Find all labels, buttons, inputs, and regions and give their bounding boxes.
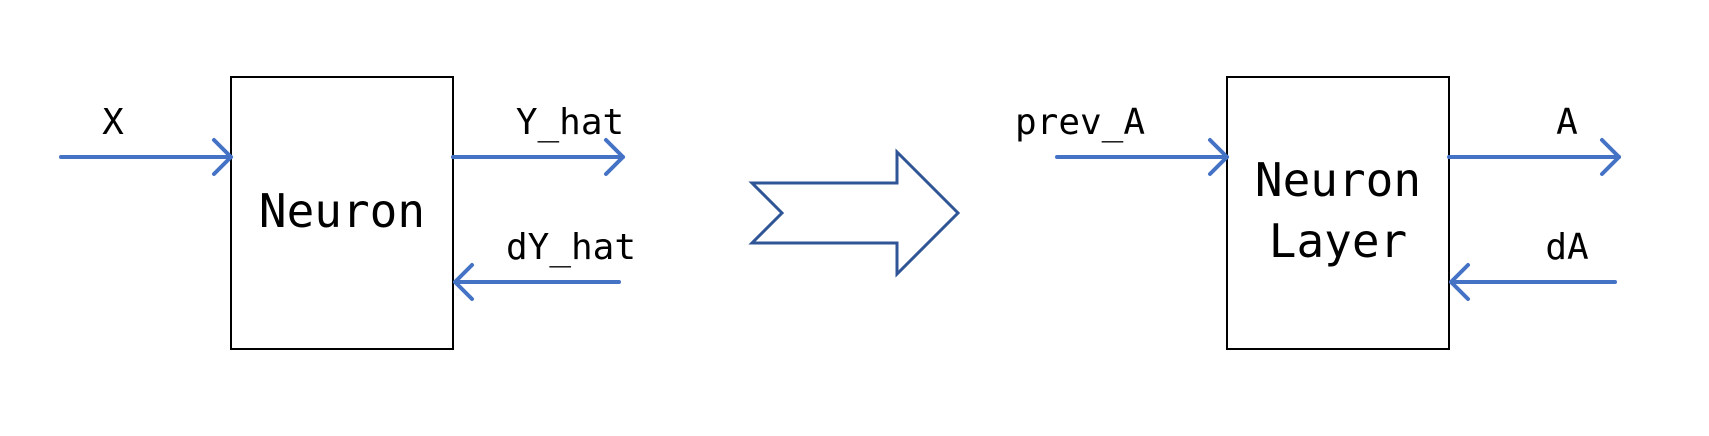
output-arrow-a-head: [1600, 138, 1621, 176]
gradient-arrow-dy-hat: [453, 263, 621, 301]
input-arrow-x-head: [212, 138, 233, 176]
input-label-x: X: [102, 102, 124, 143]
input-arrow-prev-a: [1055, 138, 1229, 176]
gradient-arrow-da: [1449, 263, 1617, 301]
neuron-layer-box: [1226, 76, 1450, 350]
output-arrow-a: [1447, 138, 1621, 176]
output-arrow-y-hat: [451, 138, 625, 176]
neuron-layer-box-label-line1: Neuron: [1255, 153, 1421, 207]
neuron-box-label: Neuron: [259, 184, 425, 238]
input-arrow-prev-a-head: [1208, 138, 1229, 176]
gradient-arrow-da-head: [1449, 263, 1470, 301]
gradient-label-da: dA: [1545, 227, 1589, 268]
neuron-layer-box-label-line2: Layer: [1269, 214, 1407, 268]
left-diagram: Neuron X Y_hat dY_hat: [59, 76, 636, 350]
gradient-label-dy-hat: dY_hat: [506, 227, 636, 268]
output-label-y-hat: Y_hat: [516, 102, 624, 143]
input-arrow-x: [59, 138, 233, 176]
input-label-prev-a: prev_A: [1015, 102, 1145, 143]
output-label-a: A: [1556, 102, 1578, 143]
gradient-arrow-dy-hat-head: [453, 263, 474, 301]
neuron-box: [230, 76, 454, 350]
output-arrow-y-hat-head: [604, 138, 625, 176]
transform-block-arrow: [748, 148, 961, 278]
right-diagram: Neuron Layer prev_A A dA: [1015, 76, 1621, 350]
